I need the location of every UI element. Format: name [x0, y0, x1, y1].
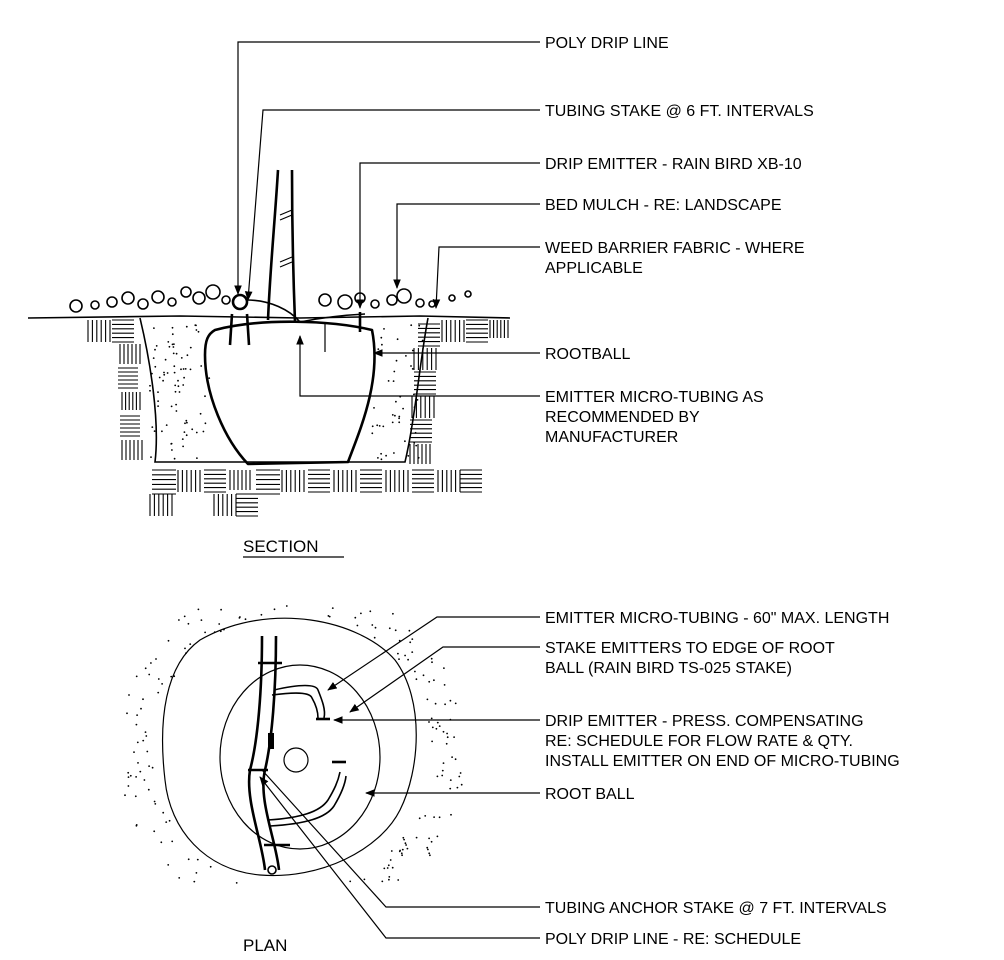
- soil-hatch: [87, 319, 509, 517]
- trunk: [266, 169, 297, 323]
- ground-line: [27, 315, 511, 319]
- plan-trunk: [283, 747, 309, 773]
- callout-stake-emitters: STAKE EMITTERS TO EDGE OF ROOT BALL (RAIN…: [545, 640, 835, 677]
- plan-view: [124, 605, 463, 884]
- plan-stipple: [124, 605, 463, 884]
- plan-stakes: [248, 661, 346, 847]
- callout-line: INSTALL EMITTER ON END OF MICRO-TUBING: [545, 753, 900, 770]
- micro-tubing-section: [246, 299, 366, 323]
- callout-line: EMITTER MICRO-TUBING AS: [545, 389, 764, 406]
- plan-title: PLAN: [243, 936, 287, 955]
- section-view: [27, 169, 511, 517]
- callout-line: TUBING ANCHOR STAKE @ 7 FT. INTERVALS: [545, 900, 887, 917]
- callout-line: MANUFACTURER: [545, 429, 678, 446]
- callout-line: BALL (RAIN BIRD TS-025 STAKE): [545, 660, 792, 677]
- section-callouts: POLY DRIP LINE TUBING STAKE @ 6 FT. INTER…: [545, 35, 814, 446]
- plan-poly-drip-line: [247, 635, 281, 871]
- callout-line: DRIP EMITTER - PRESS. COMPENSATING: [545, 713, 864, 730]
- callout-line: ROOTBALL: [545, 346, 630, 363]
- plan-root-ball: [219, 664, 381, 850]
- callout-emitter-micro-tubing: EMITTER MICRO-TUBING AS RECOMMENDED BY MAN…: [545, 389, 764, 446]
- callout-line: POLY DRIP LINE: [545, 35, 669, 52]
- plan-micro-tubing-lower: [267, 771, 347, 827]
- callout-line: BED MULCH - RE: LANDSCAPE: [545, 197, 782, 214]
- plan-emitter-marker: [268, 733, 274, 749]
- callout-line: DRIP EMITTER - RAIN BIRD XB-10: [545, 156, 802, 173]
- callout-root-ball: ROOT BALL: [545, 786, 635, 803]
- callout-poly-drip-line-schedule: POLY DRIP LINE - RE: SCHEDULE: [545, 931, 801, 948]
- plan-micro-tubing-upper: [271, 684, 326, 719]
- callout-line: RE: SCHEDULE FOR FLOW RATE & QTY.: [545, 733, 853, 750]
- section-title: SECTION: [243, 537, 319, 556]
- backfill-stipple: [149, 324, 424, 461]
- callout-line: STAKE EMITTERS TO EDGE OF ROOT: [545, 640, 835, 657]
- callout-weed-barrier: WEED BARRIER FABRIC - WHERE APPLICABLE: [545, 240, 805, 277]
- section-leaders: [234, 41, 540, 397]
- callout-micro-tubing-max: EMITTER MICRO-TUBING - 60" MAX. LENGTH: [545, 610, 889, 627]
- callout-line: APPLICABLE: [545, 260, 643, 277]
- callout-anchor-stake: TUBING ANCHOR STAKE @ 7 FT. INTERVALS: [545, 900, 887, 917]
- callout-drip-emitter-press: DRIP EMITTER - PRESS. COMPENSATING RE: SC…: [545, 713, 900, 770]
- mulch-stones: [69, 284, 472, 313]
- poly-drip-line-section: [231, 293, 249, 311]
- callout-line: TUBING STAKE @ 6 FT. INTERVALS: [545, 103, 814, 120]
- plan-leaders: [259, 616, 540, 939]
- callout-drip-emitter: DRIP EMITTER - RAIN BIRD XB-10: [545, 156, 802, 173]
- callout-rootball: ROOTBALL: [545, 346, 630, 363]
- callout-line: POLY DRIP LINE - RE: SCHEDULE: [545, 931, 801, 948]
- plan-pit-outline: [161, 617, 417, 877]
- callout-poly-drip-line: POLY DRIP LINE: [545, 35, 669, 52]
- plan-callouts: EMITTER MICRO-TUBING - 60" MAX. LENGTH ST…: [545, 610, 900, 948]
- callout-line: EMITTER MICRO-TUBING - 60" MAX. LENGTH: [545, 610, 889, 627]
- rootball-shape: [203, 320, 376, 466]
- callout-bed-mulch: BED MULCH - RE: LANDSCAPE: [545, 197, 782, 214]
- callout-tubing-stake: TUBING STAKE @ 6 FT. INTERVALS: [545, 103, 814, 120]
- callout-line: ROOT BALL: [545, 786, 635, 803]
- planting-pit: [139, 317, 429, 463]
- callout-line: RECOMMENDED BY: [545, 409, 700, 426]
- callout-line: WEED BARRIER FABRIC - WHERE: [545, 240, 805, 257]
